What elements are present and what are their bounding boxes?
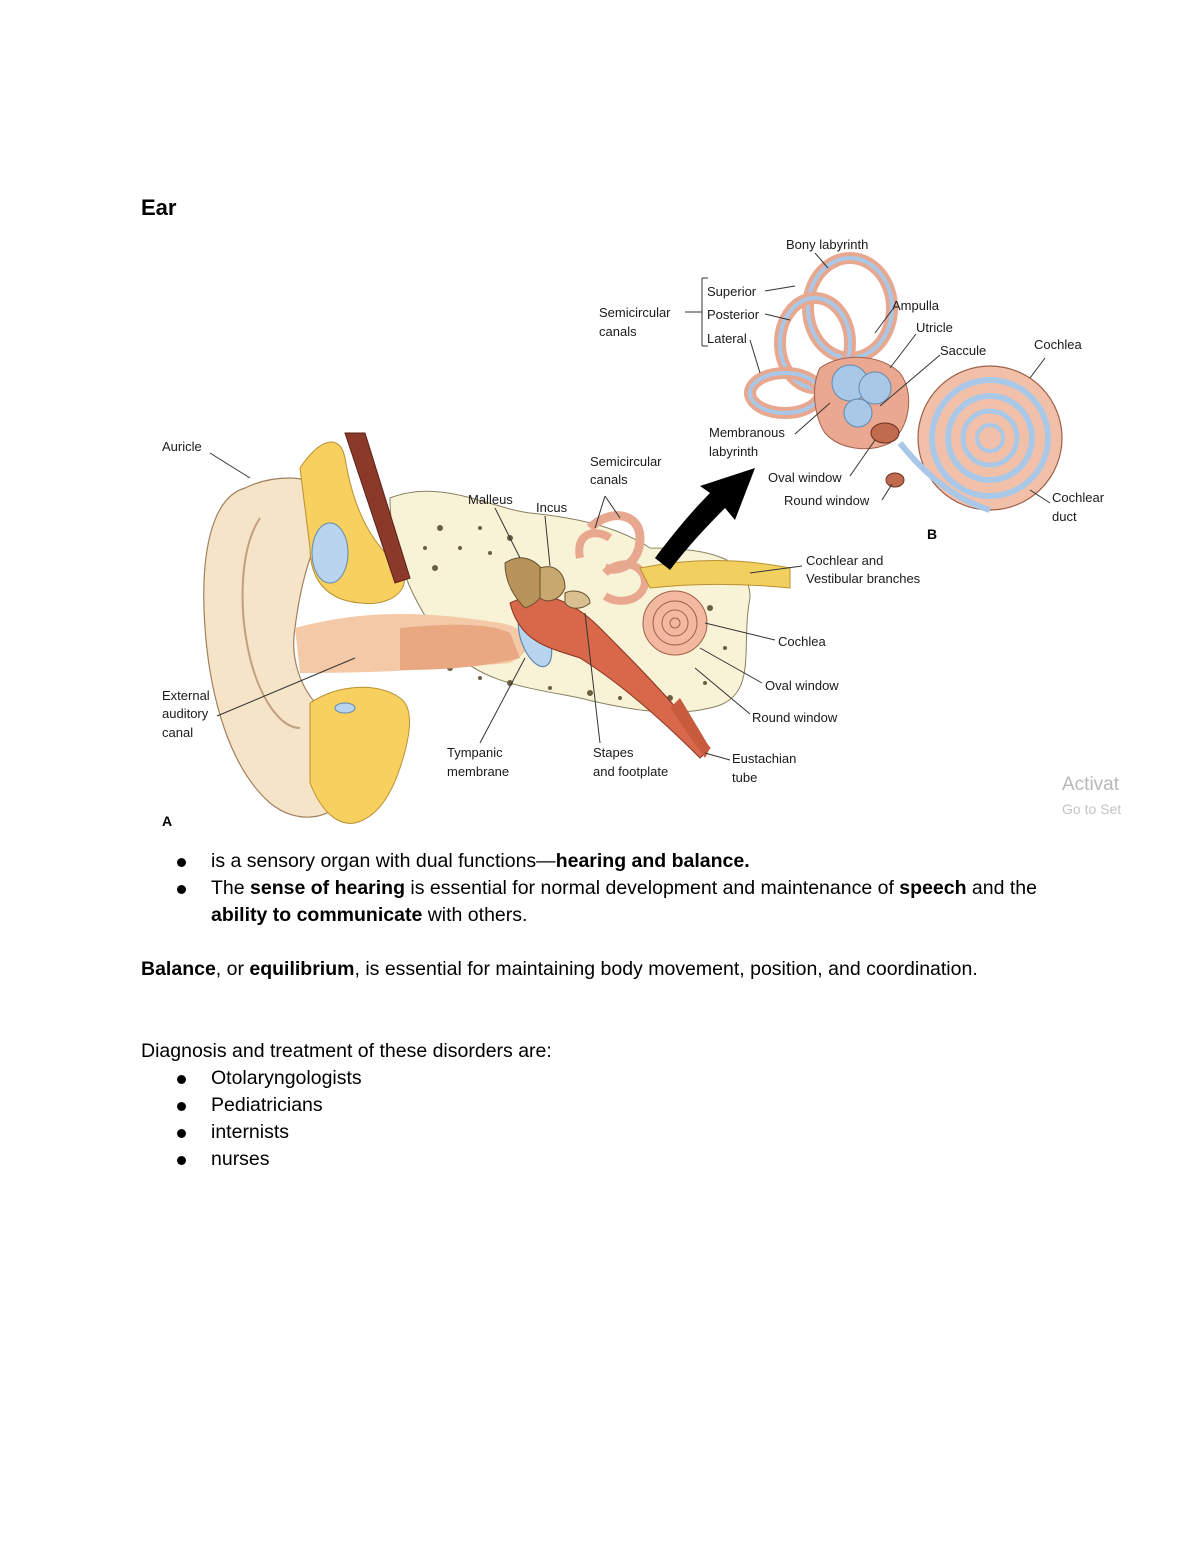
ear-anatomy-illustration: Auricle Malleus Incus Semicircular canal… — [162, 237, 1121, 829]
list-item: nurses — [171, 1146, 771, 1173]
label-ampulla: Ampulla — [892, 298, 940, 313]
label-eustachian-2: tube — [732, 770, 757, 785]
panel-a-letter: A — [162, 813, 172, 829]
diagnosis-intro: Diagnosis and treatment of these disorde… — [141, 1040, 552, 1062]
label-round-window-a: Round window — [752, 710, 838, 725]
label-bony-labyrinth: Bony labyrinth — [786, 237, 868, 252]
label-membranous-2: labyrinth — [709, 444, 758, 459]
label-membranous-1: Membranous — [709, 425, 785, 440]
label-tympanic-1: Tympanic — [447, 745, 503, 760]
panel-a-drawing — [203, 432, 791, 824]
label-semicircular-b-2: canals — [599, 324, 637, 339]
label-utricle: Utricle — [916, 320, 953, 335]
panel-b-drawing — [744, 252, 1063, 513]
label-round-window-b: Round window — [784, 493, 870, 508]
label-oval-window-b: Oval window — [768, 470, 842, 485]
balance-paragraph: Balance, or equilibrium, is essential fo… — [141, 958, 978, 980]
watermark-line-2: Go to Set — [1062, 801, 1121, 817]
label-stapes-1: Stapes — [593, 745, 634, 760]
label-lateral: Lateral — [707, 331, 747, 346]
label-superior: Superior — [707, 284, 757, 299]
label-semicircular-a-1: Semicircular — [590, 454, 662, 469]
watermark-line-1: Activat — [1062, 774, 1120, 795]
label-auricle: Auricle — [162, 439, 202, 454]
panel-b-letter: B — [927, 526, 937, 542]
list-item: is a sensory organ with dual functions—h… — [171, 848, 1071, 875]
label-cochlear-duct-1: Cochlear — [1052, 490, 1105, 505]
label-cochlear-duct-2: duct — [1052, 509, 1077, 524]
leader-lines — [209, 252, 1051, 761]
label-incus: Incus — [536, 500, 568, 515]
label-malleus: Malleus — [468, 492, 513, 507]
label-saccule: Saccule — [940, 343, 986, 358]
label-cochlear-branches-1: Cochlear and — [806, 553, 883, 568]
label-oval-window-a: Oval window — [765, 678, 839, 693]
list-item: internists — [171, 1119, 771, 1146]
label-cochlear-branches-2: Vestibular branches — [806, 571, 921, 586]
list-item: Otolaryngologists — [171, 1065, 771, 1092]
label-semicircular-a-2: canals — [590, 472, 628, 487]
ear-anatomy-figure: Auricle Malleus Incus Semicircular canal… — [150, 228, 1150, 838]
label-cochlea-b: Cochlea — [1034, 337, 1082, 352]
label-semicircular-b-1: Semicircular — [599, 305, 671, 320]
list-item: Pediatricians — [171, 1092, 771, 1119]
ear-functions-list: is a sensory organ with dual functions—h… — [171, 848, 1071, 929]
list-item: The sense of hearing is essential for no… — [171, 875, 1071, 929]
label-external-2: auditory — [162, 706, 209, 721]
label-cochlea-a: Cochlea — [778, 634, 826, 649]
label-posterior: Posterior — [707, 307, 760, 322]
label-external-1: External — [162, 688, 210, 703]
page-title: Ear — [141, 195, 177, 220]
specialists-list: Otolaryngologists Pediatricians internis… — [171, 1065, 771, 1173]
label-stapes-2: and footplate — [593, 764, 668, 779]
label-external-3: canal — [162, 725, 193, 740]
label-tympanic-2: membrane — [447, 764, 509, 779]
label-eustachian-1: Eustachian — [732, 751, 796, 766]
